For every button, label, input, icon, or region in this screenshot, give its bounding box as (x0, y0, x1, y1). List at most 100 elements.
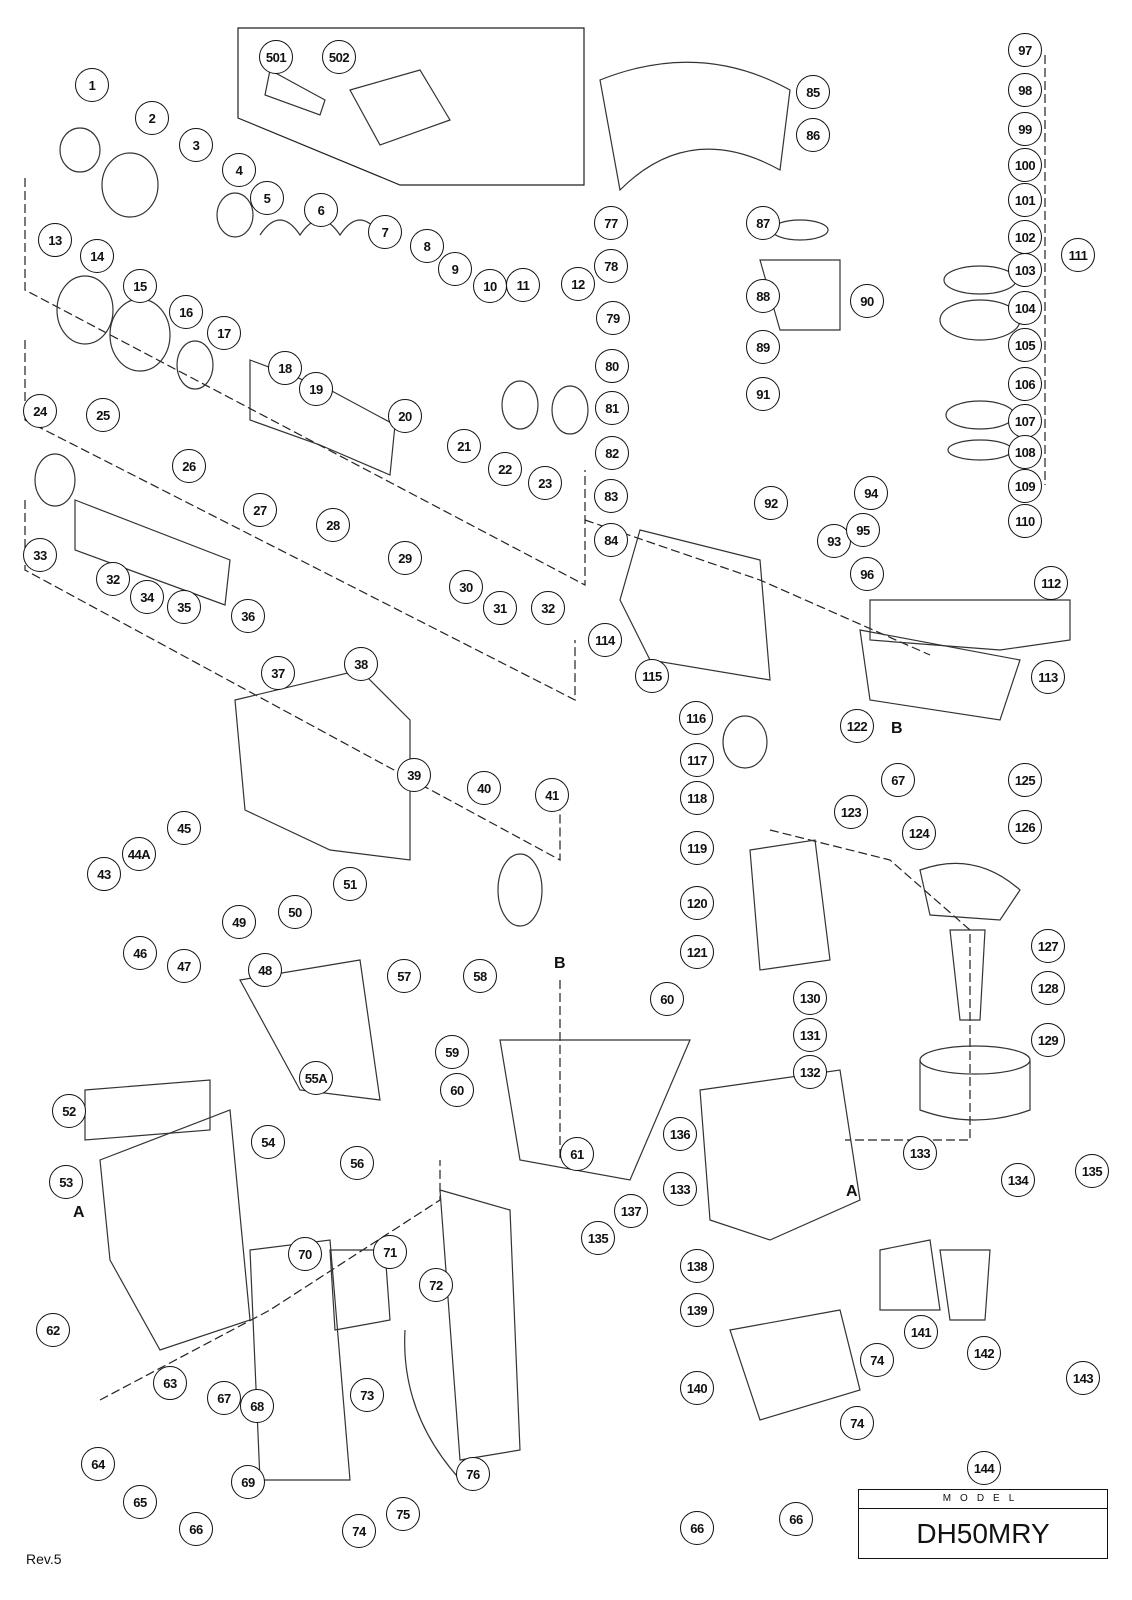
part-callout-82: 82 (595, 436, 629, 470)
part-callout-49: 49 (222, 905, 256, 939)
part-callout-69: 69 (231, 1465, 265, 1499)
part-callout-11: 11 (506, 268, 540, 302)
part-callout-74: 74 (342, 1514, 376, 1548)
part-callout-108: 108 (1008, 435, 1042, 469)
part-callout-71: 71 (373, 1235, 407, 1269)
part-callout-124: 124 (902, 816, 936, 850)
part-callout-120: 120 (680, 886, 714, 920)
part-callout-64: 64 (81, 1447, 115, 1481)
part-callout-89: 89 (746, 330, 780, 364)
part-callout-50: 50 (278, 895, 312, 929)
part-callout-115: 115 (635, 659, 669, 693)
part-callout-13: 13 (38, 223, 72, 257)
part-callout-117: 117 (680, 743, 714, 777)
part-callout-41: 41 (535, 778, 569, 812)
part-callout-101: 101 (1008, 183, 1042, 217)
part-callout-66: 66 (779, 1502, 813, 1536)
part-callout-20: 20 (388, 399, 422, 433)
part-callout-6: 6 (304, 193, 338, 227)
part-callout-2: 2 (135, 101, 169, 135)
part-callout-119: 119 (680, 831, 714, 865)
part-callout-143: 143 (1066, 1361, 1100, 1395)
part-callout-78: 78 (594, 249, 628, 283)
part-callout-130: 130 (793, 981, 827, 1015)
part-callout-106: 106 (1008, 367, 1042, 401)
part-callout-128: 128 (1031, 971, 1065, 1005)
part-callout-15: 15 (123, 269, 157, 303)
part-callout-107: 107 (1008, 404, 1042, 438)
part-callout-95: 95 (846, 513, 880, 547)
part-callout-135: 135 (581, 1221, 615, 1255)
part-callout-103: 103 (1008, 253, 1042, 287)
part-callout-110: 110 (1008, 504, 1042, 538)
part-callout-118: 118 (680, 781, 714, 815)
part-callout-27: 27 (243, 493, 277, 527)
part-callout-28: 28 (316, 508, 350, 542)
part-callout-68: 68 (240, 1389, 274, 1423)
part-callout-77: 77 (594, 206, 628, 240)
part-callout-4: 4 (222, 153, 256, 187)
part-callout-125: 125 (1008, 763, 1042, 797)
part-callout-76: 76 (456, 1457, 490, 1491)
part-callout-80: 80 (595, 349, 629, 383)
part-callout-31: 31 (483, 591, 517, 625)
part-callout-39: 39 (397, 758, 431, 792)
part-callout-53: 53 (49, 1165, 83, 1199)
part-callout-122: 122 (840, 709, 874, 743)
part-callout-132: 132 (793, 1055, 827, 1089)
part-callout-66: 66 (179, 1512, 213, 1546)
accessory-box-outline (237, 27, 585, 186)
part-callout-26: 26 (172, 449, 206, 483)
part-callout-137: 137 (614, 1194, 648, 1228)
part-callout-3: 3 (179, 128, 213, 162)
part-callout-138: 138 (680, 1249, 714, 1283)
part-callout-17: 17 (207, 316, 241, 350)
part-callout-102: 102 (1008, 220, 1042, 254)
part-callout-32: 32 (531, 591, 565, 625)
part-callout-75: 75 (386, 1497, 420, 1531)
part-callout-18: 18 (268, 351, 302, 385)
part-callout-96: 96 (850, 557, 884, 591)
part-callout-8: 8 (410, 229, 444, 263)
part-callout-57: 57 (387, 959, 421, 993)
part-callout-98: 98 (1008, 73, 1042, 107)
part-callout-70: 70 (288, 1237, 322, 1271)
part-callout-142: 142 (967, 1336, 1001, 1370)
part-callout-67: 67 (207, 1381, 241, 1415)
model-value: DH50MRY (916, 1518, 1050, 1549)
part-callout-139: 139 (680, 1293, 714, 1327)
part-callout-66: 66 (680, 1511, 714, 1545)
part-callout-136: 136 (663, 1117, 697, 1151)
part-callout-72: 72 (419, 1268, 453, 1302)
model-box: MODEL DH50MRY (858, 1489, 1108, 1559)
part-callout-67: 67 (881, 763, 915, 797)
section-marker-b: B (891, 720, 903, 737)
part-callout-30: 30 (449, 570, 483, 604)
part-callout-61: 61 (560, 1137, 594, 1171)
part-callout-111: 111 (1061, 238, 1095, 272)
part-callout-23: 23 (528, 466, 562, 500)
part-callout-87: 87 (746, 206, 780, 240)
part-callout-502: 502 (322, 40, 356, 74)
part-callout-104: 104 (1008, 291, 1042, 325)
part-callout-16: 16 (169, 295, 203, 329)
section-marker-b: B (554, 955, 566, 972)
part-callout-47: 47 (167, 949, 201, 983)
part-callout-60: 60 (440, 1073, 474, 1107)
part-callout-105: 105 (1008, 328, 1042, 362)
part-callout-129: 129 (1031, 1023, 1065, 1057)
part-callout-92: 92 (754, 486, 788, 520)
part-callout-22: 22 (488, 452, 522, 486)
part-callout-34: 34 (130, 580, 164, 614)
part-callout-90: 90 (850, 284, 884, 318)
part-callout-43: 43 (87, 857, 121, 891)
part-callout-37: 37 (261, 656, 295, 690)
part-callout-112: 112 (1034, 566, 1068, 600)
part-callout-62: 62 (36, 1313, 70, 1347)
part-callout-1: 1 (75, 68, 109, 102)
part-callout-56: 56 (340, 1146, 374, 1180)
part-callout-19: 19 (299, 372, 333, 406)
part-callout-91: 91 (746, 377, 780, 411)
part-callout-133: 133 (663, 1172, 697, 1206)
